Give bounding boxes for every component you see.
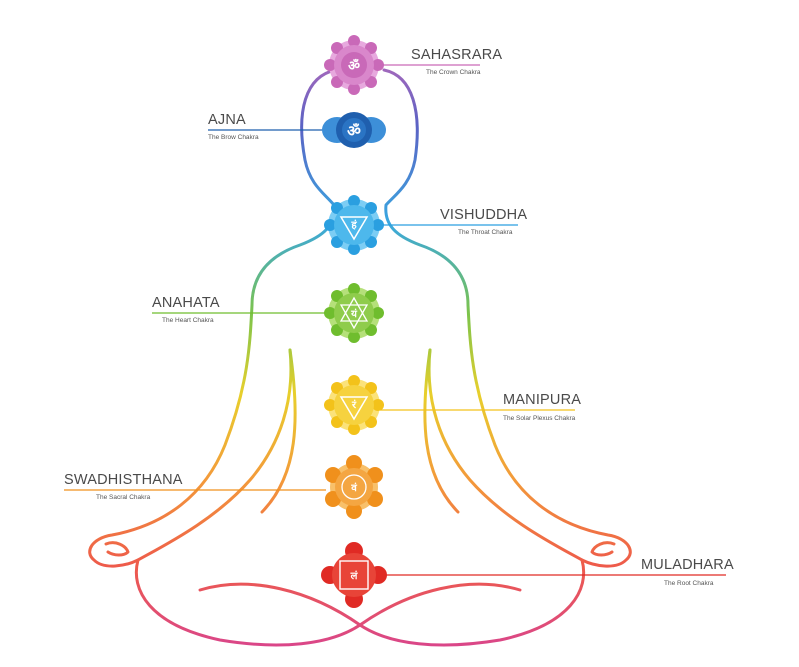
swadhisthana-name: SWADHISTHANA xyxy=(64,472,183,488)
ajna-subtitle: The Brow Chakra xyxy=(208,134,259,141)
meditating-body-outline xyxy=(88,68,632,647)
swadhisthana-glyph: वं xyxy=(350,482,357,494)
anahata-subtitle: The Heart Chakra xyxy=(162,317,214,324)
vishuddha-glyph: हं xyxy=(350,219,357,231)
ajna-name: AJNA xyxy=(208,112,246,128)
manipura-name: MANIPURA xyxy=(503,392,581,408)
vishuddha-subtitle: The Throat Chakra xyxy=(458,229,513,236)
anahata-glyph: यं xyxy=(350,308,358,320)
muladhara-name: MULADHARA xyxy=(641,557,734,573)
anahata-name: ANAHATA xyxy=(152,295,220,311)
muladhara-subtitle: The Root Chakra xyxy=(664,580,714,587)
connector-lines xyxy=(64,64,726,576)
manipura-symbol: रं xyxy=(324,375,384,435)
vishuddha-name: VISHUDDHA xyxy=(440,207,527,223)
sahasrara-glyph: ॐ xyxy=(348,58,360,74)
muladhara-symbol: लं xyxy=(321,542,387,608)
sahasrara-subtitle: The Crown Chakra xyxy=(426,69,481,76)
swadhisthana-subtitle: The Sacral Chakra xyxy=(96,494,151,501)
manipura-subtitle: The Solar Plexus Chakra xyxy=(503,415,576,422)
anahata-symbol: यं xyxy=(324,283,384,343)
sahasrara-symbol: ॐ xyxy=(324,35,384,95)
ajna-symbol: ॐ xyxy=(322,112,386,148)
muladhara-glyph: लं xyxy=(350,570,359,582)
manipura-glyph: रं xyxy=(351,399,357,411)
ajna-glyph: ॐ xyxy=(347,122,361,140)
sahasrara-name: SAHASRARA xyxy=(411,47,502,63)
vishuddha-symbol: हं xyxy=(324,195,384,255)
chakra-labels: SAHASRARA The Crown Chakra AJNA The Brow… xyxy=(64,47,734,587)
swadhisthana-symbol: वं xyxy=(325,455,383,519)
